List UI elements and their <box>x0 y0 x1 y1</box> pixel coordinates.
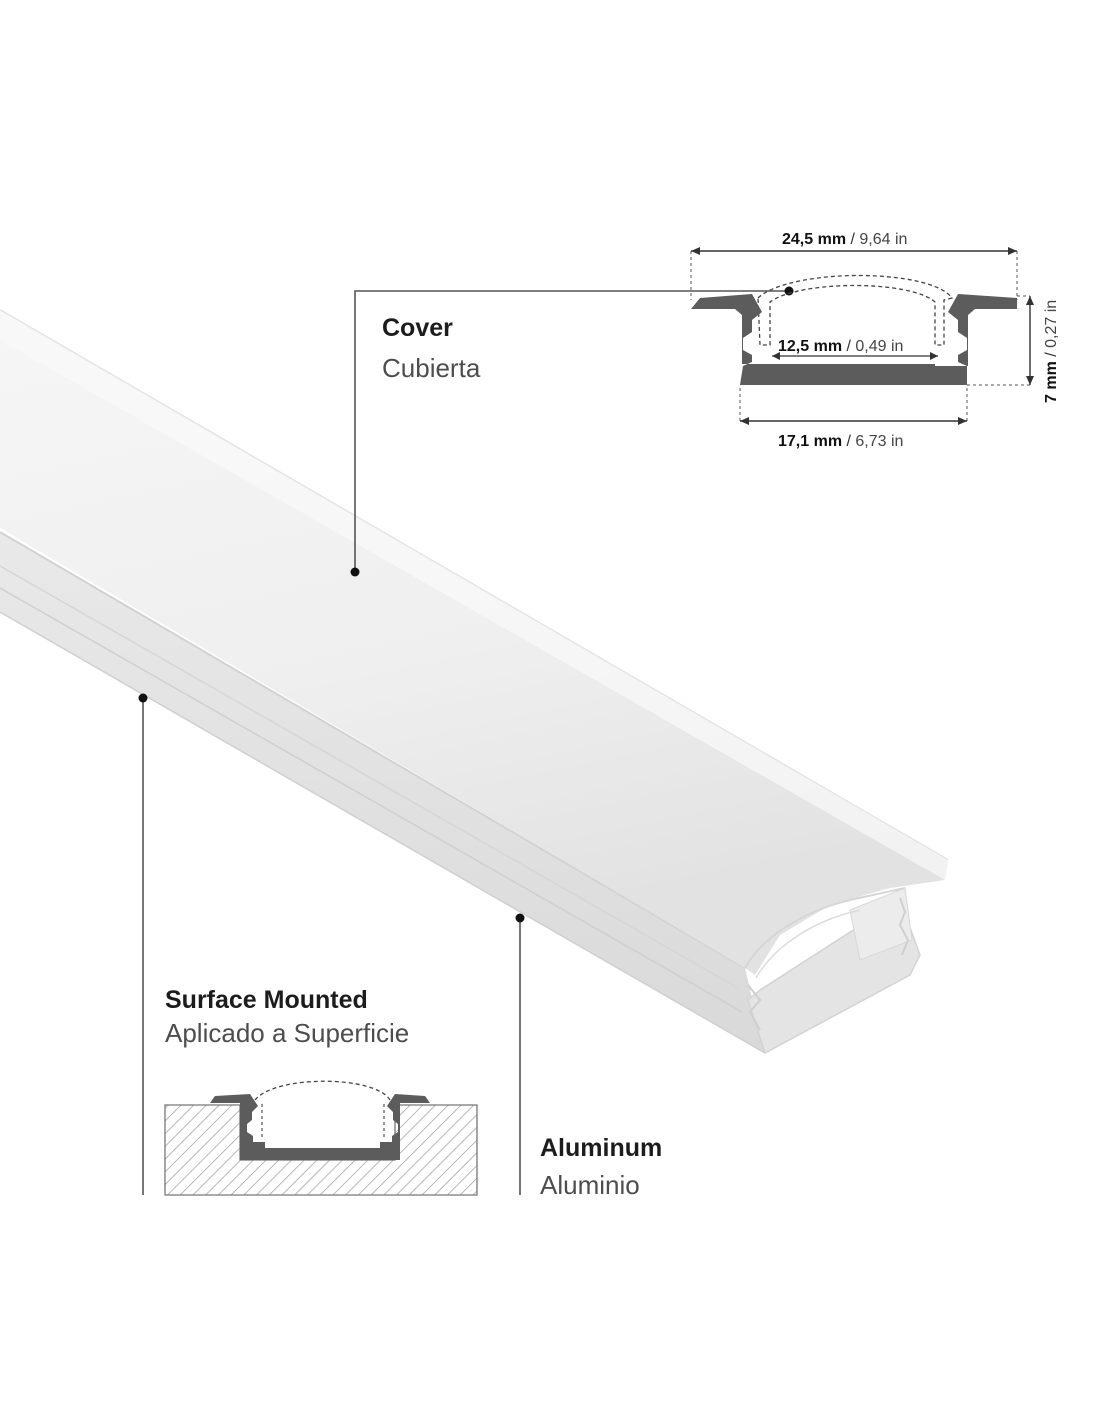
profile-section-shape <box>691 294 1017 385</box>
cover-diffuser <box>0 310 948 975</box>
cover-dashed-outline <box>757 274 954 346</box>
cover-subtitle: Cubierta <box>382 353 481 383</box>
dim-outer-width-metric: 24,5 mm <box>782 231 847 248</box>
surface-profile-shape <box>210 1094 430 1160</box>
dim-label-inner-width: 12,5 mm / 0,49 in <box>778 338 904 355</box>
dim-height-imperial: 0,27 in <box>1043 299 1060 348</box>
dim-height-metric: 7 mm <box>1043 361 1060 403</box>
dim-label-outer-width: 24,5 mm / 9,64 in <box>782 231 908 248</box>
cover-title: Cover <box>382 314 453 342</box>
aluminum-lower-rail <box>0 532 765 1053</box>
dim-inner-width-imperial: 0,49 in <box>855 338 904 355</box>
dim-label-height: 7 mm / 0,27 in <box>1043 299 1060 403</box>
profile-cross-section <box>690 247 1034 425</box>
surface-cover-dashed <box>254 1080 391 1101</box>
dim-base-width-metric: 17,1 mm <box>778 433 843 450</box>
extrusion-render <box>0 309 949 1055</box>
aluminum-leader <box>515 913 525 1195</box>
surface-leader <box>138 693 148 1195</box>
surface-mounted-title: Surface Mounted <box>165 986 368 1014</box>
surface-mounted-subtitle: Aplicado a Superficie <box>165 1018 410 1048</box>
cover-leader <box>350 286 794 577</box>
dim-inner-width-metric: 12,5 mm <box>778 338 843 355</box>
aluminum-subtitle: Aluminio <box>540 1170 640 1200</box>
aluminum-title: Aluminum <box>540 1134 663 1162</box>
dim-base-width-imperial: 6,73 in <box>855 433 904 450</box>
dim-label-base-width: 17,1 mm / 6,73 in <box>778 433 904 450</box>
surface-mounted-detail <box>164 1080 478 1196</box>
dim-outer-width-imperial: 9,64 in <box>859 231 908 248</box>
